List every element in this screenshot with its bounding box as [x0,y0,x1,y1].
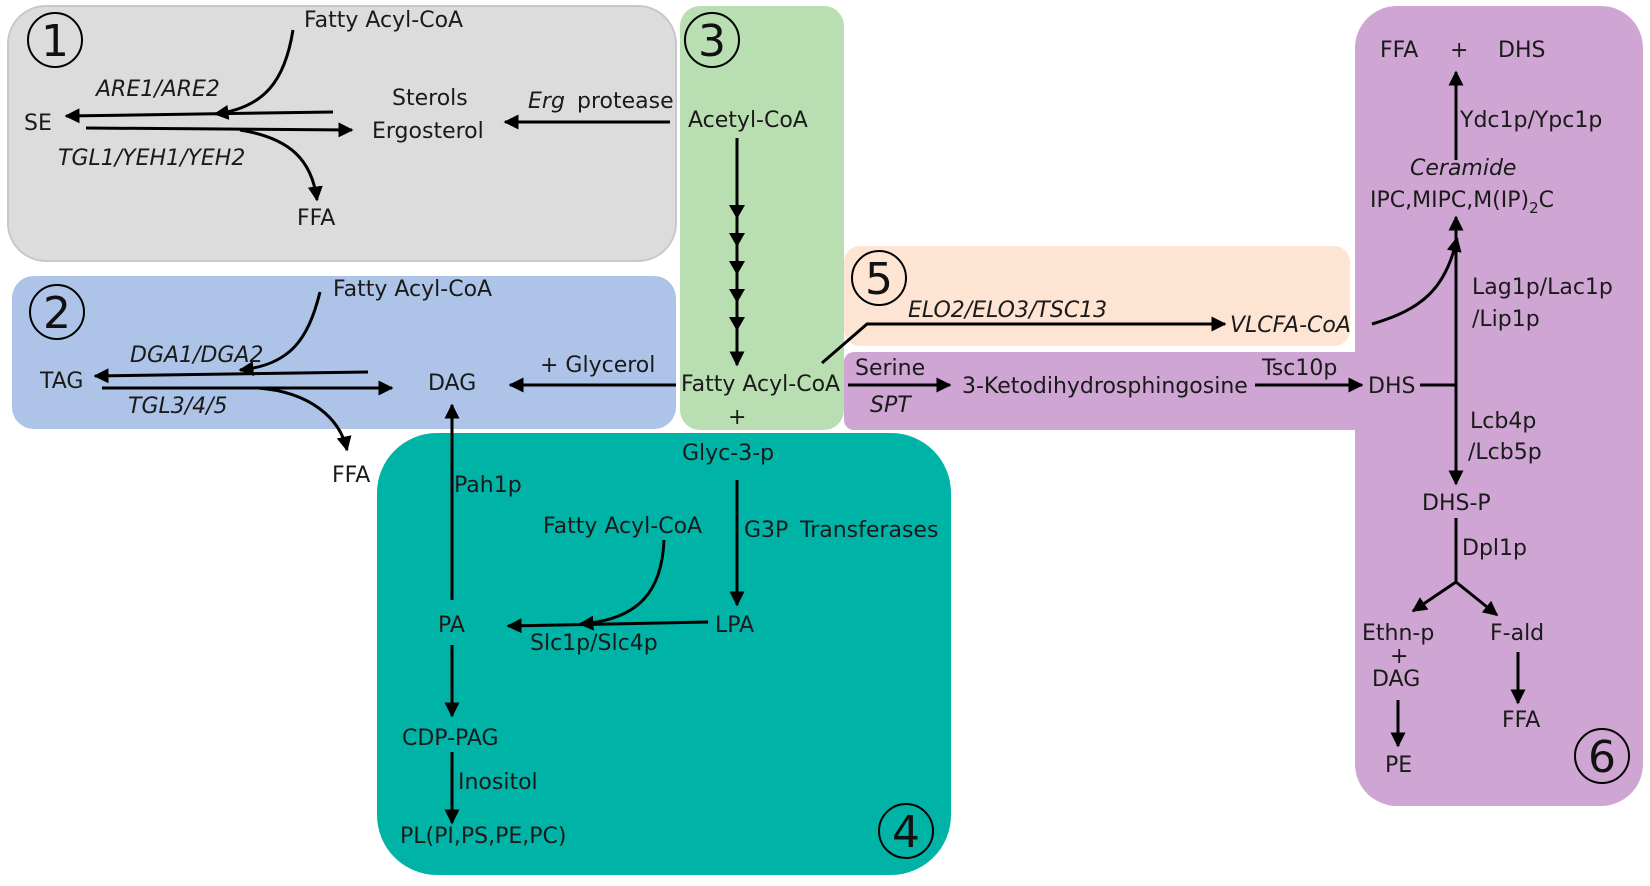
r4-pa-label: PA [438,613,465,638]
r2-to-ffa-curve [257,386,352,452]
region-5-number: 5 [851,250,907,306]
r6-ceramide-label: Ceramide [1410,156,1516,181]
r6-lcb5-label: /Lcb5p [1468,440,1542,465]
svg-text:2: 2 [43,288,71,339]
r6-lip-label: /Lip1p [1472,307,1540,332]
r6-dhs-top-label: DHS [1498,38,1545,63]
r6-keto-label: 3-Ketodihydrosphingosine [962,374,1248,399]
r3-acetyl-coa-label: Acetyl-CoA [688,108,808,133]
r6-ffa-bottom-label: FFA [1502,708,1540,733]
r1-ffa-label: FFA [297,206,335,231]
r2-fatty-acyl-curve [238,291,322,377]
r6-plus2-label: + [1390,644,1408,669]
r4-fatty-acyl-curve [578,539,666,631]
r6-ethn-label: Ethn-p [1362,621,1434,646]
svg-text:4: 4 [892,807,920,858]
r5-elongation-arrow [821,316,1227,365]
r1-ergosterol-label: Ergosterol [372,119,484,144]
region-1-box [7,5,677,262]
r2-dga-label: DGA1/DGA2 [130,343,263,368]
r2-dag-label: DAG [428,371,476,396]
r6-spt-label: SPT [870,393,912,418]
region-3-number: 3 [684,12,740,68]
r3-step-1 [729,205,745,219]
r6-pe-label: PE [1385,753,1412,778]
r1-fatty-acyl-curve [213,29,295,120]
r1-se-to-sterols-arrow [85,122,354,138]
r5-vlcfa-to-ceramide-curve [1371,236,1462,326]
r6-serine-label: Serine [855,356,925,381]
region-6-bar [844,352,1374,430]
r1-fatty-acyl-coa-label: Fatty Acyl-CoA [304,8,463,33]
r6-plus-top-label: + [1450,38,1468,63]
r4-cdp-pag-label: CDP-PAG [402,726,499,751]
r3-step-2 [729,233,745,247]
r6-dag-label: DAG [1372,667,1420,692]
r3-plus-label: + [728,405,746,430]
r1-to-ffa-curve [239,128,323,202]
svg-text:5: 5 [865,254,893,305]
region-6-number: 6 [1574,728,1630,784]
r3-fatty-acyl-coa-label: Fatty Acyl-CoA [681,372,840,397]
region-4-box [377,433,951,875]
r6-dhs-label: DHS [1368,374,1415,399]
r6-ydc-label: Ydc1p/Ypc1p [1459,108,1602,133]
r4-pl-label: PL(PI,PS,PE,PC) [400,824,566,849]
r4-pah1p-label: Pah1p [454,473,522,498]
r4-g3p-label: G3P [744,518,788,543]
r1-sterols-to-se-arrow [64,108,334,124]
r1-tgl-label: TGL1/YEH1/YEH2 [58,146,245,171]
r2-dag-to-tag-arrow [93,368,369,384]
r6-ffa-top-label: FFA [1380,38,1418,63]
r6-ipc-label: IPC,MIPC,M(IP)2C [1370,188,1554,217]
r1-se-label: SE [24,111,52,136]
r4-transferases-label: Transferases [799,518,938,543]
r6-tsc10p-label: Tsc10p [1261,356,1337,381]
r4-fatty-acyl-coa-label: Fatty Acyl-CoA [543,514,702,539]
r6-lcb4-label: Lcb4p [1470,409,1536,434]
r5-elo-label: ELO2/ELO3/TSC13 [908,298,1107,323]
r6-lag-label: Lag1p/Lac1p [1472,275,1613,300]
r6-split-to-ethn-arrow [1411,580,1457,613]
r2-glycerol-label: + Glycerol [540,353,655,378]
r1-sterols-label: Sterols [392,86,468,111]
r6-dpl-label: Dpl1p [1462,536,1527,561]
r1-are-label: ARE1/ARE2 [94,77,220,102]
svg-text:1: 1 [41,16,69,67]
svg-text:3: 3 [698,16,726,67]
r1-protease-label: protease [577,89,674,114]
r3-step-4 [729,289,745,303]
r4-glyc3p-label: Glyc-3-p [682,441,774,466]
r5-vlcfa-label: VLCFA-CoA [1230,313,1351,338]
region-2-number: 2 [29,284,85,340]
r4-inositol-label: Inositol [458,770,538,795]
r2-ffa-label: FFA [332,463,370,488]
r3-step-3 [729,261,745,275]
region-1-number: 1 [27,12,83,68]
r1-erg-label: Erg [528,89,565,114]
r2-tgl-label: TGL3/4/5 [128,394,228,419]
r2-tag-label: TAG [39,369,83,394]
region-3-box [680,6,844,430]
r3-step-5 [729,317,745,331]
r4-lpa-label: LPA [715,613,754,638]
region-4-number: 4 [878,803,934,859]
r4-lpa-to-pa-arrow [506,618,709,634]
r4-slc-label: Slc1p/Slc4p [530,631,658,656]
r6-dhsp-label: DHS-P [1422,491,1491,516]
r6-fald-label: F-ald [1490,621,1544,646]
svg-text:6: 6 [1588,732,1616,783]
r2-fatty-acyl-coa-label: Fatty Acyl-CoA [333,277,492,302]
r6-split-to-fald-arrow [1455,580,1499,617]
